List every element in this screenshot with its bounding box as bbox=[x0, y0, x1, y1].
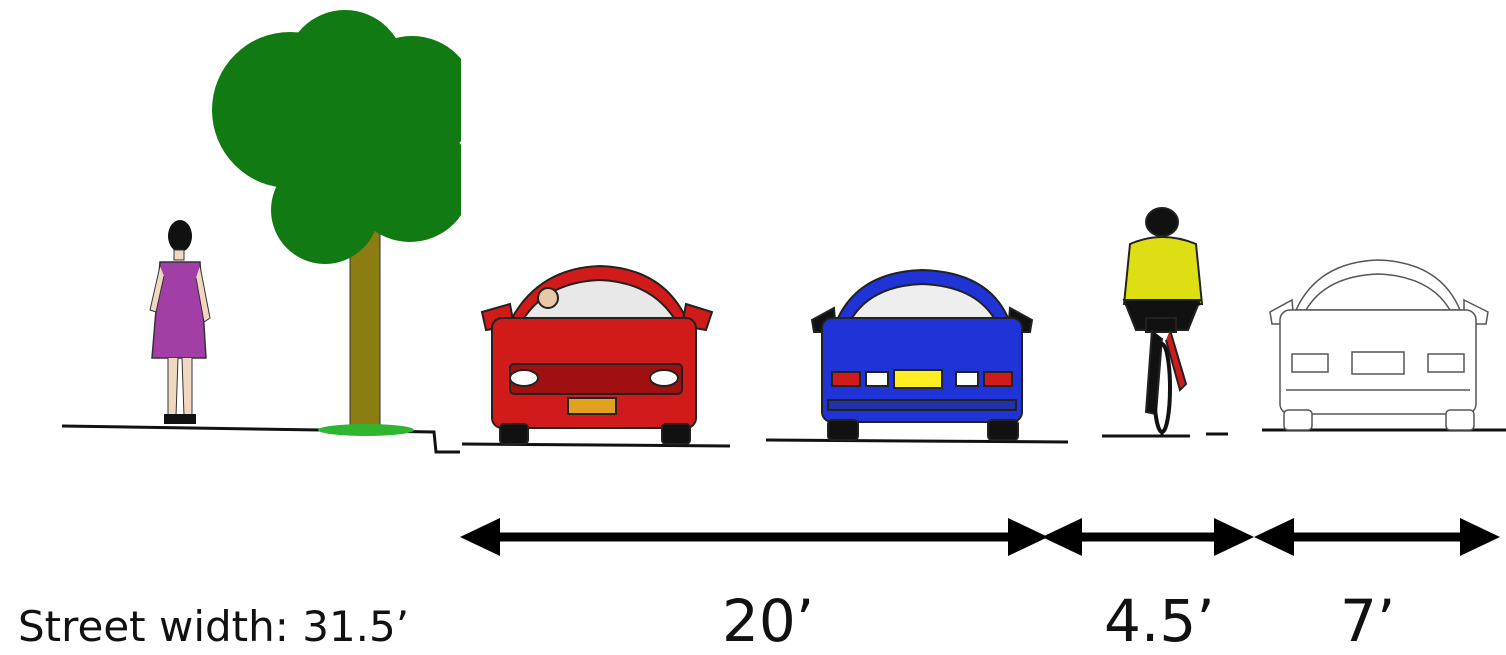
arrow-7ft bbox=[1254, 518, 1500, 556]
sidewalk-ground bbox=[61, 424, 460, 454]
red-car-icon bbox=[480, 264, 714, 445]
arrow-20ft bbox=[460, 518, 1048, 556]
street-width-label: Street width: 31.5’ bbox=[18, 602, 410, 651]
bike-lane-ground bbox=[1102, 432, 1228, 438]
dimension-label-7ft: 7’ bbox=[1340, 587, 1396, 655]
blue-car-icon bbox=[810, 268, 1034, 441]
dimension-arrows bbox=[460, 518, 1500, 556]
dimension-label-4-5ft: 4.5’ bbox=[1104, 587, 1215, 655]
cyclist-icon bbox=[1122, 207, 1204, 436]
tree-icon bbox=[212, 0, 521, 436]
arrow-4-5ft bbox=[1042, 518, 1254, 556]
parking-lane-ground bbox=[765, 438, 1069, 444]
parked-car-outline-icon bbox=[1269, 259, 1489, 431]
pedestrian-icon bbox=[149, 220, 211, 424]
dimension-label-20ft: 20’ bbox=[722, 587, 815, 655]
